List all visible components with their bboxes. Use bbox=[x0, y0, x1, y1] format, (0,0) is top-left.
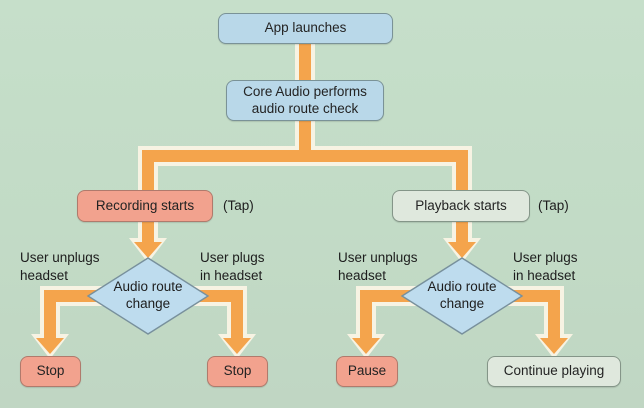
arrowhead-stop1 bbox=[36, 338, 64, 354]
node-continue-playing: Continue playing bbox=[487, 356, 621, 387]
arrowhead-left-diamond bbox=[134, 242, 162, 258]
arrowhead-pause bbox=[352, 338, 380, 354]
edge-label-right-unplug: User unplugs headset bbox=[338, 250, 418, 283]
annotation-tap-recording: (Tap) bbox=[223, 198, 254, 213]
arrowhead-continue bbox=[540, 338, 568, 354]
node-stop-plug: Stop bbox=[207, 356, 268, 387]
decision-diamond-right bbox=[400, 257, 524, 335]
node-app-launches: App launches bbox=[218, 13, 393, 44]
decision-label-left: Audio route change bbox=[113, 279, 183, 311]
arrowhead-stop2 bbox=[223, 338, 251, 354]
edge-label-right-plug: User plugs in headset bbox=[513, 250, 578, 283]
arrowhead-right-diamond bbox=[448, 242, 476, 258]
node-recording-starts: Recording starts bbox=[77, 190, 213, 222]
decision-label-right: Audio route change bbox=[427, 279, 497, 311]
node-stop-unplug: Stop bbox=[20, 356, 81, 387]
node-core-audio-check: Core Audio performs audio route check bbox=[226, 80, 384, 121]
edge-label-left-unplug: User unplugs headset bbox=[20, 250, 100, 283]
annotation-tap-playback: (Tap) bbox=[538, 198, 569, 213]
node-pause: Pause bbox=[336, 356, 398, 387]
decision-diamond-left bbox=[86, 257, 210, 335]
edge-label-left-plug: User plugs in headset bbox=[200, 250, 265, 283]
node-playback-starts: Playback starts bbox=[392, 190, 530, 222]
